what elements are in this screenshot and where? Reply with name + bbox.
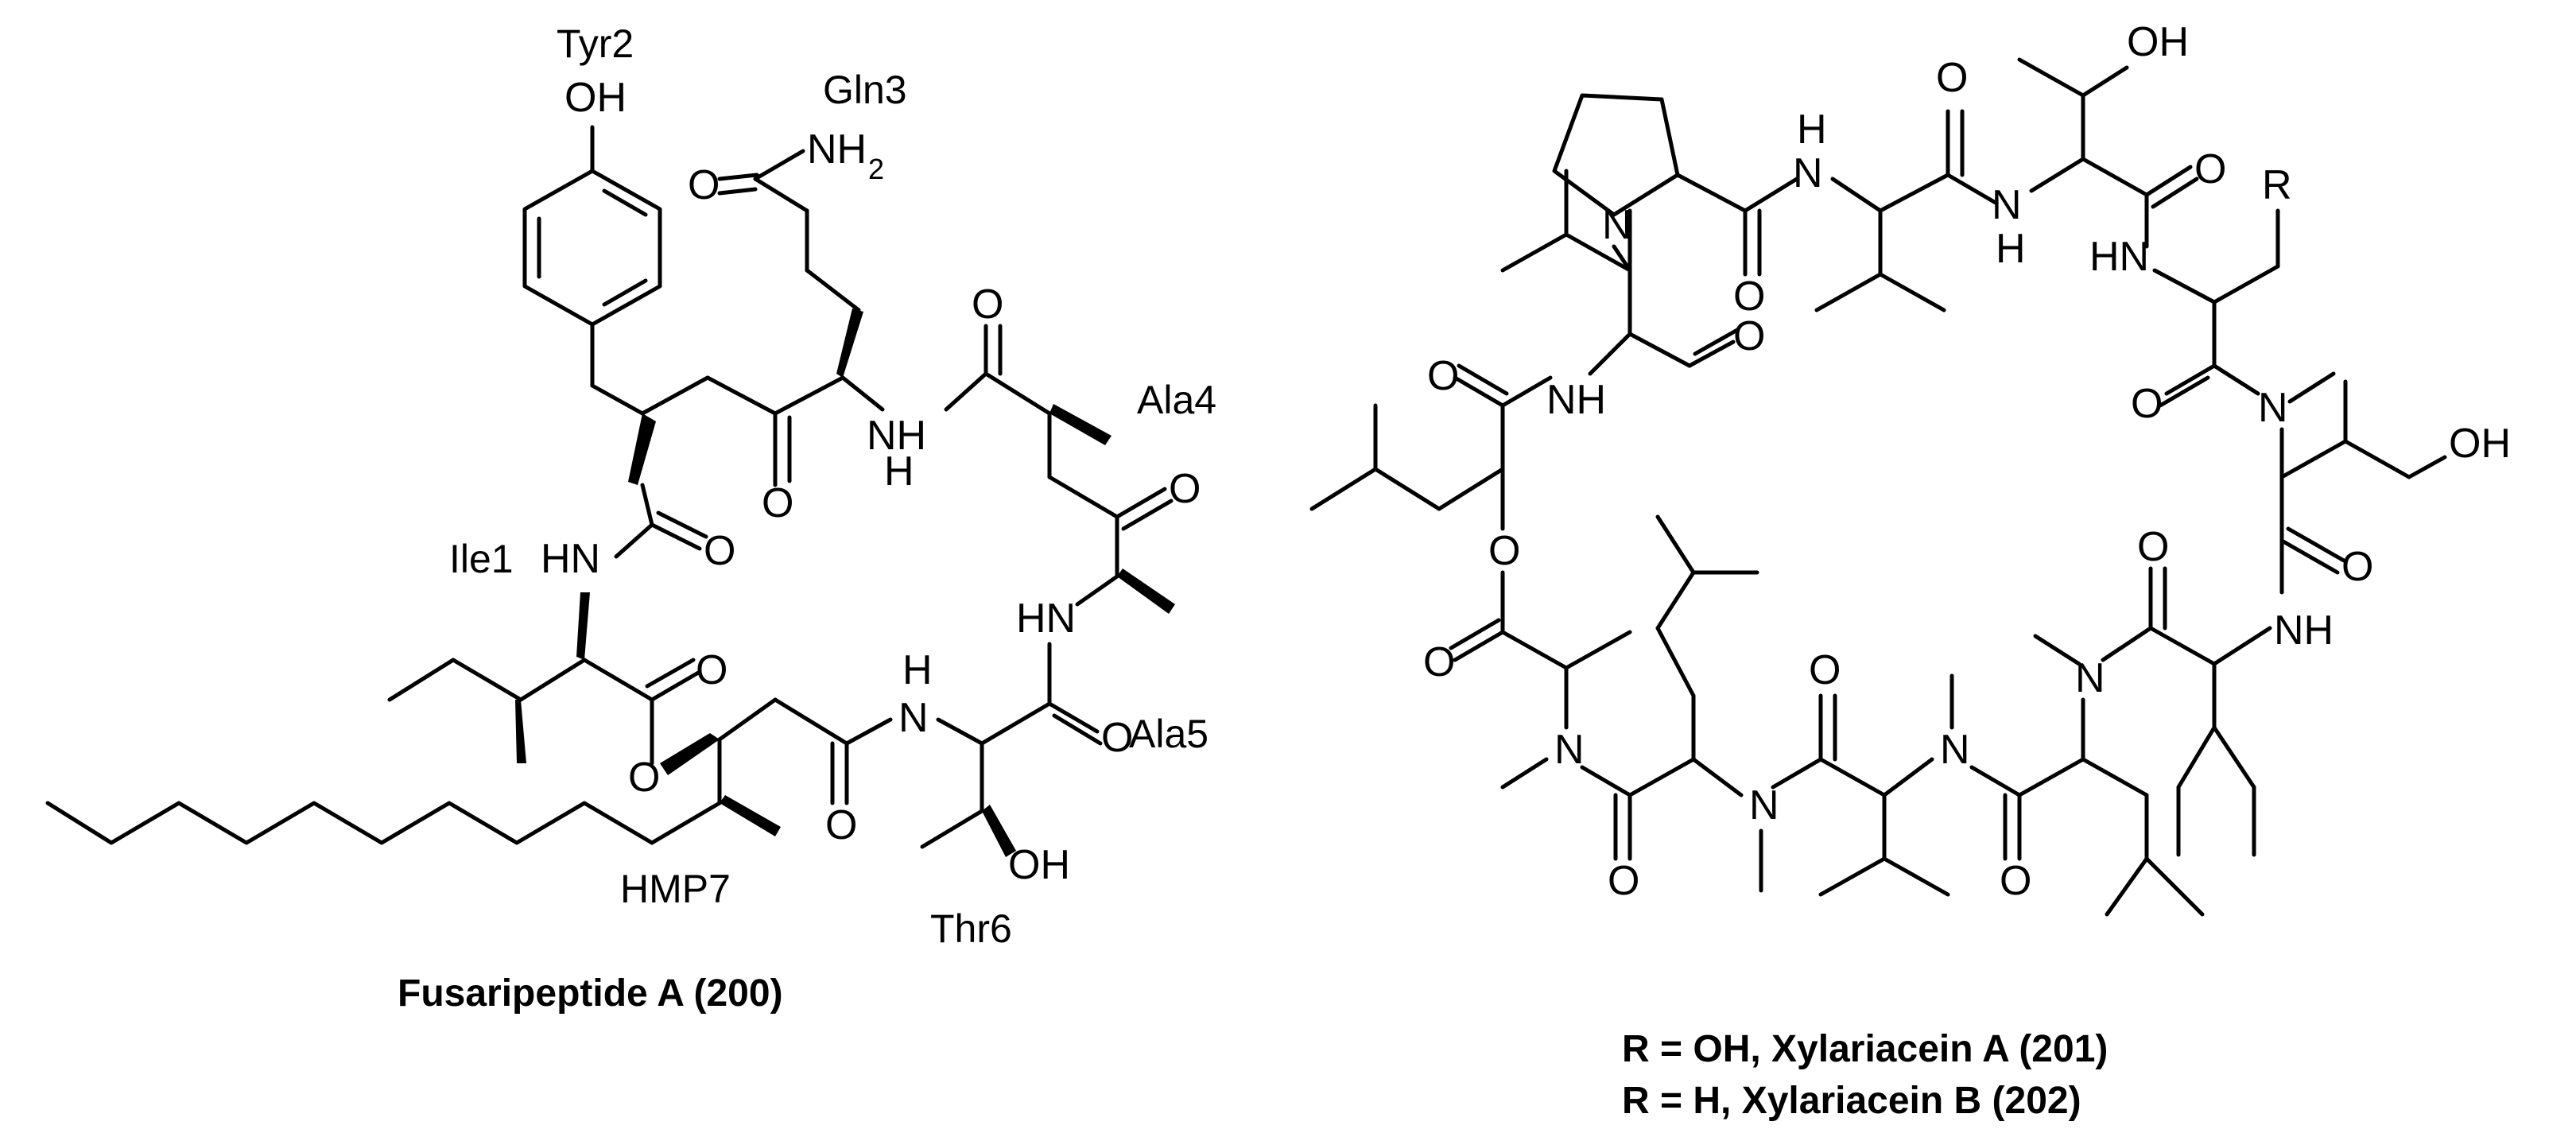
xylariacein-caption-2: R = H, Xylariacein B (202) (1622, 1080, 2081, 1122)
pro-n-label: N (1602, 202, 1632, 248)
gln-nh-h: H (884, 448, 914, 495)
tyr2-phenol-ring (522, 125, 662, 327)
gln-ketone-o: O (762, 480, 793, 526)
ile1-label: Ile1 (449, 537, 514, 581)
thr6-wedge (982, 805, 1016, 857)
val-left-carbonyl-o: O (1733, 313, 1765, 359)
ser-hn-label: HN (2089, 234, 2149, 280)
val-mid-carbonyl-o: O (1809, 647, 1841, 693)
thr6-nh-label: N (898, 695, 929, 741)
ser-carbonyl-o: O (2131, 381, 2163, 427)
hmp-methyl-wedge (720, 795, 781, 836)
gln3-label: Gln3 (823, 68, 907, 112)
hica-carbonyl-o: O (1427, 353, 1459, 399)
val-nh-h: H (1996, 226, 2026, 272)
val-left-nh-label: NH (1546, 377, 1606, 423)
thr-mid-oh-label: OH (2449, 421, 2511, 467)
val-carbonyl-o: O (1936, 55, 1968, 101)
r-substituent-label: R (2262, 162, 2292, 208)
hmp-carbonyl-o: O (825, 802, 857, 848)
ile1-wedge (576, 592, 590, 660)
gln-wedge (836, 309, 863, 378)
pro-nh-h: H (1797, 107, 1827, 153)
ester-o-label: O (628, 755, 660, 801)
gln-amide-o: O (688, 162, 720, 208)
xylariacein-caption-1: R = OH, Xylariacein A (201) (1622, 1028, 2108, 1070)
gln-nh-label: NH (867, 413, 926, 459)
ala4-wedge (1049, 404, 1111, 445)
ile1-hn-label: HN (541, 536, 600, 582)
ala4-carbonyl-o: O (972, 281, 1003, 328)
ala-ketone-o: O (1169, 466, 1201, 512)
hmp-o-wedge (660, 733, 720, 775)
tyr-wedge (628, 413, 656, 485)
pro-nh-label: N (1793, 150, 1823, 196)
xylariacein-structure: N O N H O N H OH O HN R (1309, 19, 2511, 1122)
fusaripeptide-structure: OH Tyr2 O O NH 2 Gln3 NH H O (45, 21, 1216, 1015)
hmp-alkyl-chain (45, 801, 654, 845)
nme-3-n-label: N (1940, 727, 1970, 773)
pro-carbonyl-o: O (1733, 274, 1765, 320)
val-bottom-carbonyl-o: O (2000, 858, 2031, 904)
ala5-label: Ala5 (1129, 712, 1208, 756)
thr6-label: Thr6 (930, 906, 1012, 951)
thr-mid-nh-label: NH (2274, 607, 2334, 654)
nme-4-n-label: N (1749, 782, 1779, 828)
ala5-carbonyl-o: O (1101, 715, 1133, 761)
leu-carbonyl-o: O (1608, 858, 1639, 904)
ala5-wedge (1117, 568, 1175, 614)
hmp7-label: HMP7 (620, 867, 731, 911)
ester-o-2-label: O (1488, 528, 1520, 574)
thr-top-carbonyl-o: O (2194, 146, 2226, 192)
thr-top-oh-label: OH (2127, 19, 2189, 65)
ile1-methyl-wedge (515, 700, 526, 763)
ala4-label: Ala4 (1137, 378, 1216, 422)
fusaripeptide-caption: Fusaripeptide A (200) (398, 972, 783, 1015)
ile1-carbonyl-o: O (696, 647, 727, 693)
proline-ring (1552, 93, 1680, 217)
tyr2-oh-label: OH (564, 75, 627, 121)
tyr-carbonyl-o: O (704, 528, 735, 574)
thr6-oh-label: OH (1008, 842, 1070, 888)
val-nh-label: N (1992, 182, 2022, 228)
ala5-hn-label: HN (1016, 596, 1076, 642)
gln-nh2-label: NH (807, 126, 867, 173)
val-lower-carbonyl-o: O (2137, 524, 2169, 570)
nme-5-n-label: N (1554, 727, 1585, 773)
ala-ester-carbonyl-o: O (1423, 639, 1455, 685)
thr6-nh-h: H (902, 647, 933, 693)
gln-nh2-subscript: 2 (868, 153, 884, 185)
thr-mid-carbonyl-o: O (2341, 544, 2373, 590)
nme-1-n-label: N (2258, 385, 2288, 431)
tyr2-label: Tyr2 (557, 21, 634, 66)
